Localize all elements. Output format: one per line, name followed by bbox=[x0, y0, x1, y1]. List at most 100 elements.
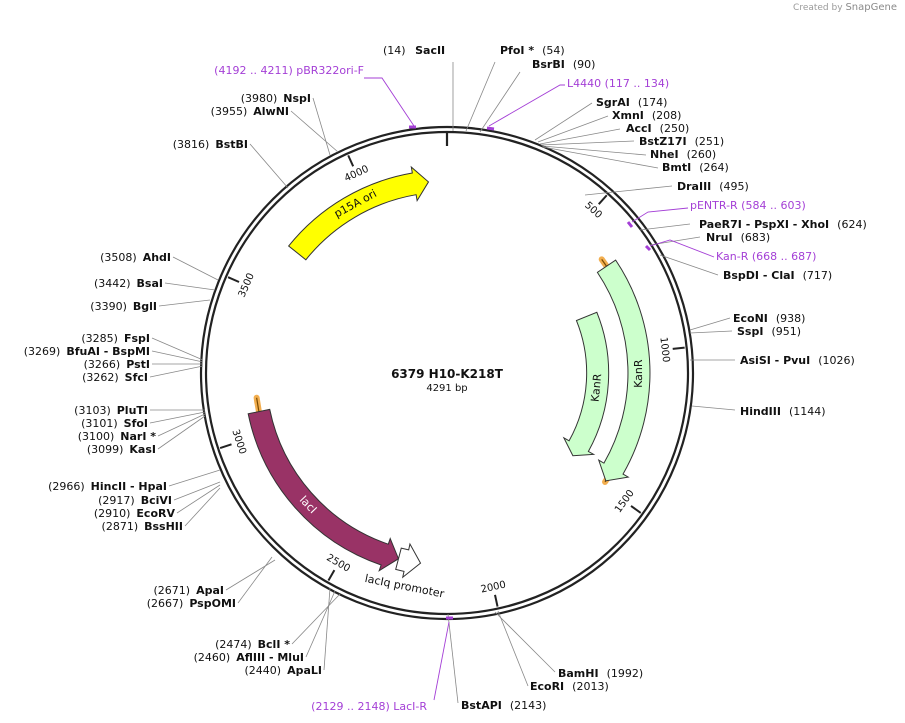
leader-line bbox=[584, 185, 673, 196]
feature-kanr[interactable] bbox=[596, 259, 651, 482]
tick-label: 2000 bbox=[480, 579, 507, 595]
leader-line bbox=[249, 143, 289, 189]
leader-line bbox=[291, 593, 341, 645]
plasmid-length: 4291 bp bbox=[426, 383, 467, 394]
leader-line bbox=[184, 487, 221, 527]
enzyme-label-bsai: (3442)BsaI bbox=[94, 277, 163, 290]
tick-label: 3000 bbox=[229, 428, 247, 456]
enzyme-label-afliii-mlui: (2460)AflIII - MluI bbox=[194, 651, 304, 664]
leader-line bbox=[539, 128, 621, 145]
feature-laciq-promoter[interactable] bbox=[395, 542, 422, 579]
primer-label-kan-r: Kan-R (668 .. 687) bbox=[716, 250, 816, 263]
feature-p15a-ori[interactable] bbox=[287, 165, 430, 261]
tick-label: 4000 bbox=[343, 164, 371, 185]
snapgene-credit: Created by SnapGene bbox=[793, 2, 897, 13]
primer-leader bbox=[631, 207, 689, 223]
leader-line bbox=[158, 299, 211, 307]
enzyme-label-bspdi-clai: BspDI - ClaI(717) bbox=[723, 269, 832, 282]
tick-label: 3500 bbox=[237, 272, 257, 300]
leader-line bbox=[689, 330, 733, 334]
leader-line bbox=[639, 223, 691, 231]
tick-mark bbox=[672, 346, 685, 350]
leader-line bbox=[157, 413, 206, 437]
primer-mark bbox=[486, 126, 495, 131]
enzyme-label-hincii-hpai: (2966)HincII - HpaI bbox=[48, 480, 167, 493]
leader-line bbox=[173, 481, 221, 501]
leader-line bbox=[312, 97, 331, 156]
enzyme-label-bmti: BmtI(264) bbox=[662, 161, 729, 174]
primer-label-pentr-r: pENTR-R (584 .. 603) bbox=[690, 199, 806, 212]
enzyme-label-bstbi: (3816)BstBI bbox=[173, 138, 248, 151]
feature-label: KanR bbox=[589, 373, 605, 403]
leader-line bbox=[168, 469, 221, 487]
leader-line bbox=[149, 365, 204, 378]
enzyme-label-ahdi: (3508)AhdI bbox=[100, 251, 171, 264]
enzyme-label-bsrbi: BsrBI(90) bbox=[532, 58, 595, 71]
leader-line bbox=[176, 484, 221, 514]
enzyme-label-sgrai: SgrAI(174) bbox=[596, 96, 667, 109]
tick-mark bbox=[630, 505, 642, 514]
credit-brand: SnapGene bbox=[845, 2, 897, 13]
primer-label-pbr322ori-f: (4192 .. 4211) pBR322ori-F bbox=[214, 64, 364, 77]
tick-label: 1500 bbox=[613, 488, 637, 515]
enzyme-label-nhei: NheI(260) bbox=[650, 148, 716, 161]
leader-line bbox=[534, 102, 593, 141]
leader-line bbox=[149, 411, 206, 424]
primer-mark bbox=[626, 221, 634, 228]
primer-leader bbox=[433, 621, 450, 701]
enzyme-label-bsshii: (2871)BssHII bbox=[102, 520, 183, 533]
enzyme-label-bstz17i: BstZ17I(251) bbox=[639, 135, 724, 148]
primer-marks bbox=[364, 77, 715, 701]
enzyme-label-alwni: (3955)AlwNI bbox=[211, 105, 289, 118]
enzyme-label-nrui: NruI(683) bbox=[706, 231, 770, 244]
enzyme-label-nari: (3100)NarI * bbox=[78, 430, 157, 443]
leader-line bbox=[497, 610, 529, 687]
enzyme-label-pfoi: PfoI *(54) bbox=[500, 44, 565, 57]
enzyme-label-draiii: DraIII(495) bbox=[677, 180, 749, 193]
primer-leader bbox=[364, 77, 415, 127]
leader-line bbox=[541, 145, 647, 156]
primer-mark bbox=[644, 244, 652, 252]
leader-line bbox=[157, 415, 206, 450]
enzyme-label-bcivi: (2917)BciVI bbox=[98, 494, 172, 507]
enzyme-label-econi: EcoNI(938) bbox=[733, 312, 805, 325]
enzyme-label-sfoi: (3101)SfoI bbox=[81, 417, 148, 430]
leader-line bbox=[691, 405, 736, 411]
enzyme-label-fspi: (3285)FspI bbox=[81, 332, 150, 345]
leader-line bbox=[659, 254, 719, 276]
primer-label-l4440: L4440 (117 .. 134) bbox=[567, 77, 669, 90]
enzyme-labels: (14) SacII PfoI *(54) BsrBI(90) SgrAI(17… bbox=[24, 44, 867, 712]
enzyme-label-pluti: (3103)PluTI bbox=[74, 404, 148, 417]
leader-line bbox=[479, 71, 521, 133]
tick-label: 2500 bbox=[324, 552, 352, 574]
leader-line bbox=[151, 337, 204, 361]
tick-mark bbox=[227, 276, 240, 283]
enzyme-label-apai: (2671)ApaI bbox=[154, 584, 224, 597]
enzyme-label-bfuai-bspmi: (3269)BfuAI - BspMI bbox=[24, 345, 150, 358]
credit-prefix: Created by bbox=[793, 3, 843, 13]
enzyme-label-kasi: (3099)KasI bbox=[87, 443, 156, 456]
enzyme-label-nspi: (3980)NspI bbox=[241, 92, 311, 105]
feature-label: KanR bbox=[632, 359, 645, 388]
feature-kanr[interactable] bbox=[562, 311, 610, 457]
leader-line bbox=[164, 282, 216, 291]
enzyme-label-bgli: (3390)BglI bbox=[90, 300, 157, 313]
tick-mark bbox=[347, 154, 355, 167]
primer-label-laci-r: (2129 .. 2148) LacI-R bbox=[311, 700, 427, 713]
enzyme-label-bcli: (2474)BclI * bbox=[215, 638, 290, 651]
leader-line bbox=[494, 611, 556, 673]
enzyme-label-pspomi: (2667)PspOMI bbox=[147, 597, 236, 610]
enzyme-label-xmni: XmnI(208) bbox=[612, 109, 681, 122]
feature-laci[interactable] bbox=[247, 408, 400, 572]
enzyme-label-sfci: (3262)SfcI bbox=[82, 371, 148, 384]
leader-line bbox=[323, 587, 331, 671]
leader-line bbox=[447, 613, 459, 704]
tick-mark bbox=[327, 569, 336, 582]
leader-line bbox=[225, 559, 276, 591]
enzyme-label-apali: (2440)ApaLI bbox=[245, 664, 323, 677]
tick-mark bbox=[597, 194, 608, 205]
enzyme-label-bamhi: BamHI(1992) bbox=[558, 667, 643, 680]
primer-labels: (4192 .. 4211) pBR322ori-F L4440 (117 ..… bbox=[214, 64, 816, 713]
tick-mark bbox=[219, 443, 232, 450]
